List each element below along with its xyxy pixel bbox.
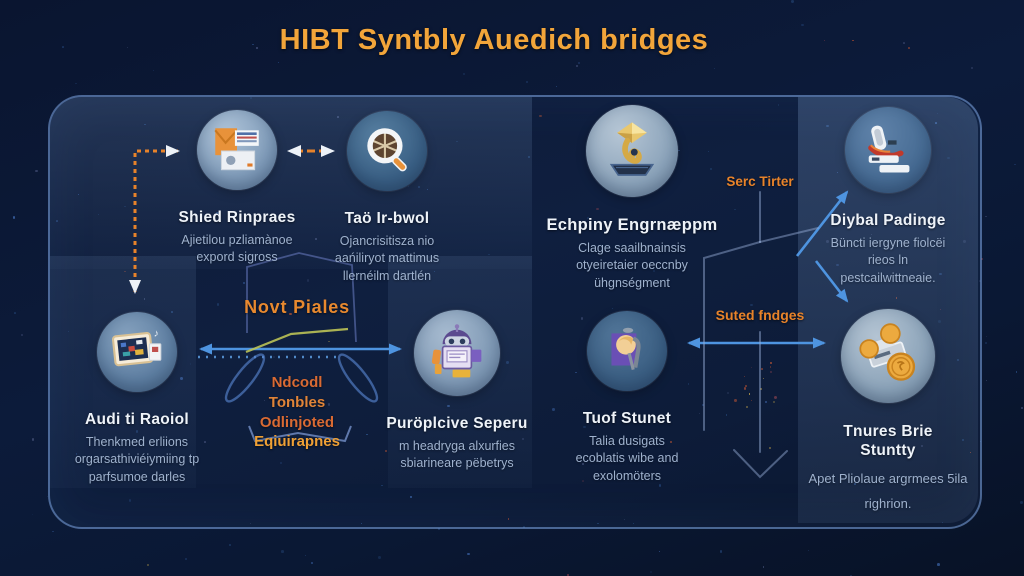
node-circle: ♪ xyxy=(97,312,177,392)
star-dot xyxy=(650,571,652,573)
star-dot xyxy=(1021,407,1023,409)
star-dot xyxy=(714,68,715,69)
star-dot xyxy=(808,550,809,551)
tablet-icon: ♪ xyxy=(108,323,166,381)
star-dot xyxy=(937,563,940,566)
star-dot xyxy=(75,83,76,84)
star-dot xyxy=(567,574,569,576)
label-center-stack: Ndcodl Tonbles Odlinjoted Eqiuirapnes xyxy=(247,373,347,452)
star-dot xyxy=(659,551,660,552)
star-dot xyxy=(14,312,16,314)
node-title: Puröplcive Seperu xyxy=(386,415,527,433)
star-dot xyxy=(147,564,149,566)
star-dot xyxy=(985,216,986,217)
star-dot xyxy=(1014,164,1016,166)
node-title: Tuof Stunet xyxy=(583,410,671,428)
stack-line: Ndcodl xyxy=(247,373,347,393)
node-audi-ti-raoiol: ♪ Audi ti Raoiol Thenkmed erliions orgar… xyxy=(42,312,232,486)
page-title: HIBT Syntbly Auedich bridges xyxy=(0,24,1006,57)
star-dot xyxy=(985,342,987,344)
star-dot xyxy=(576,65,578,67)
star-dot xyxy=(35,170,38,173)
node-subtitle: Büncti iergyne fiolcëi rieos ln pestcail… xyxy=(827,235,949,287)
star-dot xyxy=(32,438,34,440)
node-circle xyxy=(587,311,667,391)
robot-icon xyxy=(426,322,488,384)
node-echpiny-engrnaeppm: Echpiny Engrnæppm Clage saailbnainsis ot… xyxy=(537,105,727,292)
label-serc-tirter: Serc Tirter xyxy=(700,174,820,189)
star-dot xyxy=(281,550,284,553)
stack-line: Odlinjoted xyxy=(247,413,347,433)
star-dot xyxy=(986,380,987,381)
star-dot xyxy=(526,81,528,83)
node-title: Audi ti Raoiol xyxy=(85,411,189,429)
node-subtitle: Clage saailbnainsis otyeiretaier oeccnby… xyxy=(561,240,703,292)
star-dot xyxy=(467,553,470,556)
star-dot xyxy=(153,70,154,71)
node-circle xyxy=(845,107,931,193)
person-icon xyxy=(598,322,656,380)
star-dot xyxy=(720,550,722,552)
node-title: Echpiny Engrnæppm xyxy=(546,216,717,235)
node-subtitle: Apet Pliolaue argrmees 5ila righrion. xyxy=(807,466,969,517)
trophy-icon xyxy=(600,119,664,183)
star-dot xyxy=(378,556,381,559)
magnifier-icon xyxy=(358,122,416,180)
stack-line: Tonbles xyxy=(247,393,347,413)
node-title: Taö Ir-bwol xyxy=(345,210,430,228)
star-dot xyxy=(986,336,987,337)
star-dot xyxy=(52,531,54,533)
star-dot xyxy=(311,562,313,564)
machine-icon xyxy=(858,120,918,180)
stack-line: Eqiuirapnes xyxy=(247,432,347,452)
node-subtitle: Ajietilou pzliamànoe expord sigross xyxy=(166,232,308,267)
label-suted-fndges: Suted fndges xyxy=(695,307,825,323)
star-dot xyxy=(463,73,465,75)
node-subtitle: Ojancrisitisza nio aańiliryot mattimus l… xyxy=(321,233,453,285)
star-dot xyxy=(21,334,23,336)
star-dot xyxy=(791,0,793,2)
star-dot xyxy=(556,86,557,87)
node-subtitle: Thenkmed erliions orgarsathiviéiymiing t… xyxy=(61,434,213,486)
star-dot xyxy=(763,566,765,568)
star-dot xyxy=(305,555,306,556)
node-title: Shied Rinpraes xyxy=(178,209,295,227)
star-dot xyxy=(185,558,187,560)
node-circle xyxy=(347,111,427,191)
node-tuof-stunet: Tuof Stunet Talia dusigats ecoblatis wib… xyxy=(542,311,712,485)
node-circle xyxy=(414,310,500,396)
star-dot xyxy=(229,544,231,546)
node-title: Diybal Padinge xyxy=(830,212,945,230)
node-tnures-brie-stuntty: Tnures Brie Stuntty Apet Pliolaue argrme… xyxy=(793,309,983,516)
node-subtitle: Talia dusigats ecoblatis wibe and exolom… xyxy=(566,433,688,485)
star-dot xyxy=(1016,371,1017,372)
star-dot xyxy=(971,67,973,69)
node-tao-ir-bwol: Taö Ir-bwol Ojancrisitisza nio aańiliryo… xyxy=(297,111,477,285)
node-diybal-padinge: Diybal Padinge Büncti iergyne fiolcëi ri… xyxy=(803,107,973,287)
coins-icon xyxy=(855,323,921,389)
label-novt-piales: Novt Piales xyxy=(227,297,367,318)
star-dot xyxy=(578,62,580,64)
star-dot xyxy=(1020,501,1023,504)
star-dot xyxy=(13,216,15,218)
node-circle xyxy=(197,110,277,190)
svg-text:♪: ♪ xyxy=(154,328,159,339)
node-puroplcive-seperu: Puröplcive Seperu m headryga alxurfies s… xyxy=(362,310,552,473)
documents-icon xyxy=(208,121,266,179)
star-dot xyxy=(32,514,33,515)
star-dot xyxy=(278,62,279,63)
node-circle xyxy=(841,309,935,403)
node-circle xyxy=(586,105,678,197)
node-subtitle: m headryga alxurfies sbiarineare pëbetry… xyxy=(386,438,528,473)
node-title: Tnures Brie Stuntty xyxy=(827,422,949,461)
